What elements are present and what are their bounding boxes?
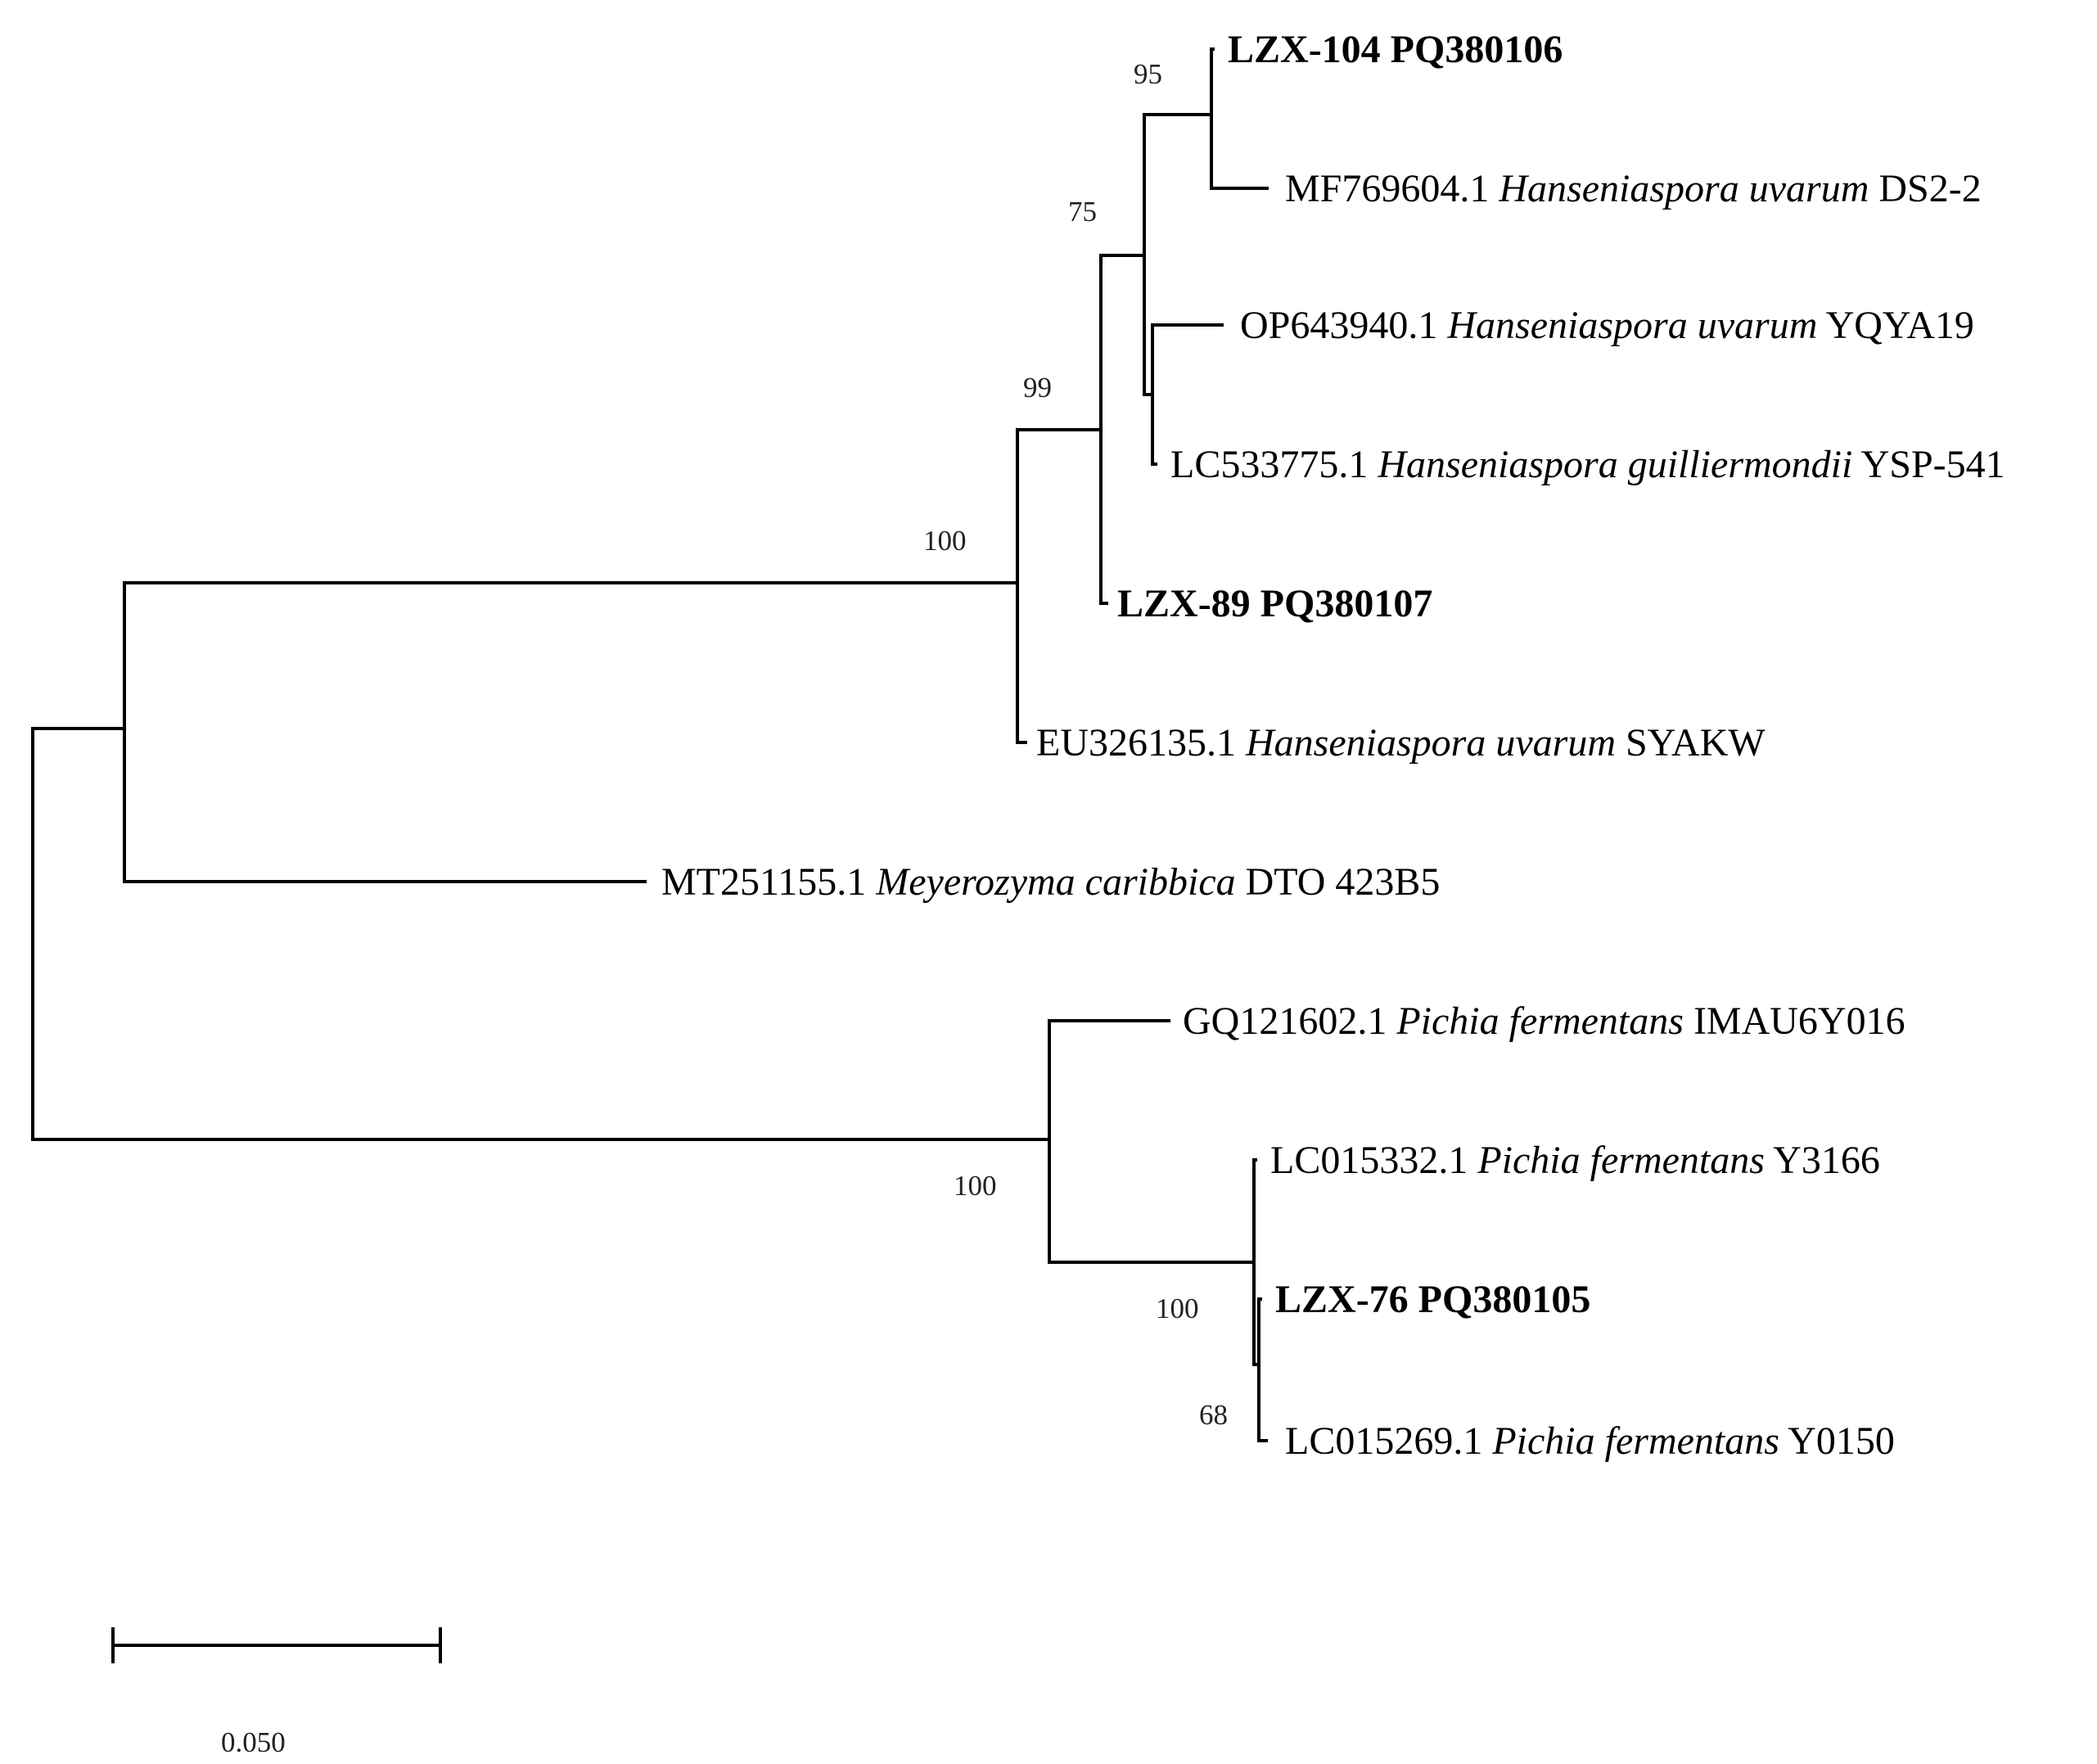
bootstrap-values: 95 75 99 100 100 100 68 — [923, 58, 1228, 1431]
bootstrap-value: 95 — [1134, 58, 1162, 90]
leaf-label-lc533775: LC533775.1 Hanseniaspora guilliermondii … — [1170, 443, 2005, 486]
tree-branches — [31, 47, 1269, 1442]
scale-bar: 0.050 — [111, 1627, 442, 1758]
bootstrap-value: 68 — [1199, 1399, 1228, 1431]
leaf-label-lc015332: LC015332.1 Pichia fermentans Y3166 — [1270, 1139, 1880, 1182]
leaf-label-mf769604: MF769604.1 Hanseniaspora uvarum DS2-2 — [1285, 167, 1982, 210]
leaf-labels: LZX-104 PQ380106 MF769604.1 Hanseniaspor… — [661, 28, 2005, 1463]
leaf-label-op643940: OP643940.1 Hanseniaspora uvarum YQYA19 — [1240, 304, 1974, 347]
scale-bar-label: 0.050 — [221, 1726, 286, 1758]
leaf-label-gq121602: GQ121602.1 Pichia fermentans IMAU6Y016 — [1183, 999, 1905, 1043]
leaf-label-eu326135: EU326135.1 Hanseniaspora uvarum SYAKW — [1036, 721, 1766, 765]
bootstrap-value: 100 — [923, 525, 967, 557]
leaf-label-lzx89: LZX-89 PQ380107 — [1117, 582, 1432, 625]
bootstrap-value: 100 — [1156, 1293, 1199, 1324]
leaf-label-mt251155: MT251155.1 Meyerozyma caribbica DTO 423B… — [661, 860, 1440, 904]
bootstrap-value: 75 — [1068, 196, 1097, 228]
bootstrap-value: 99 — [1023, 372, 1052, 404]
leaf-label-lzx104: LZX-104 PQ380106 — [1228, 28, 1563, 71]
leaf-label-lzx76: LZX-76 PQ380105 — [1275, 1278, 1590, 1321]
bootstrap-value: 100 — [954, 1170, 997, 1202]
leaf-label-lc015269: LC015269.1 Pichia fermentans Y0150 — [1285, 1419, 1895, 1463]
